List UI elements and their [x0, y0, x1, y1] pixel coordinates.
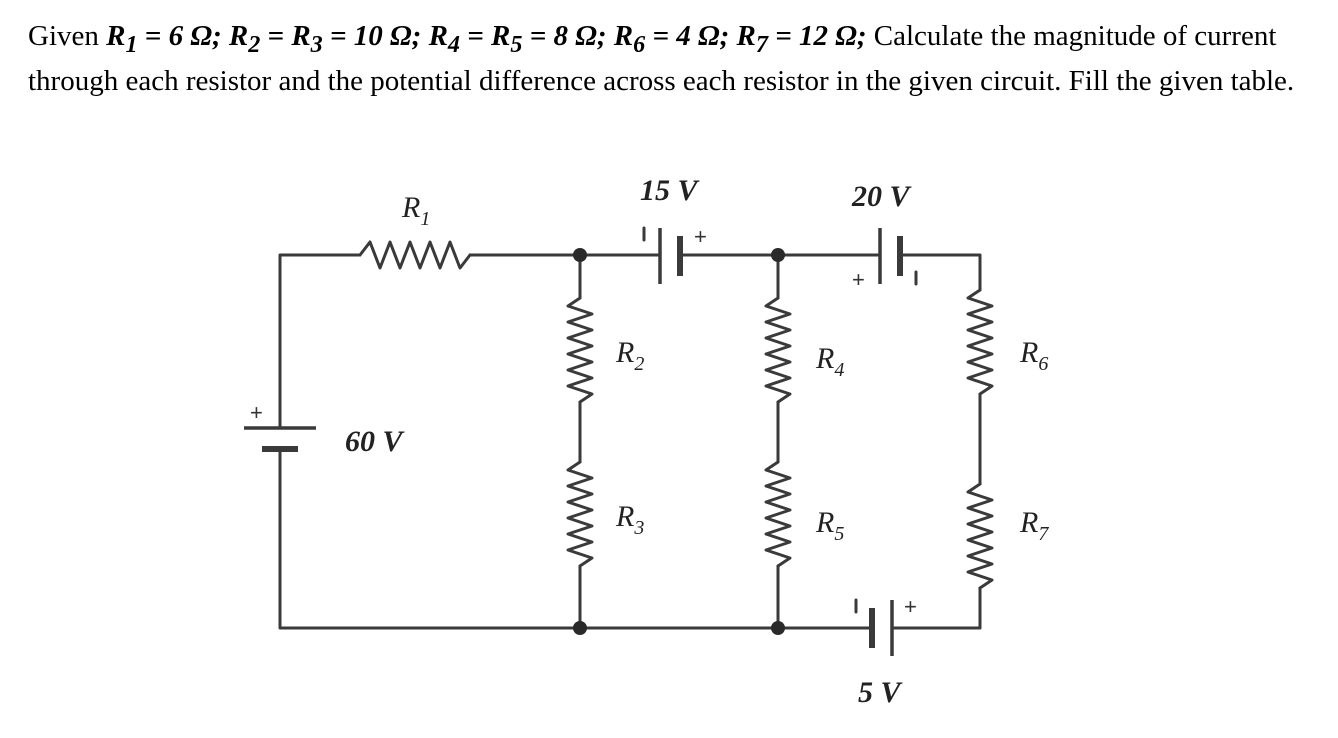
junction-bottom-right	[771, 621, 785, 635]
battery-5v-label: 5 V	[858, 676, 904, 709]
battery-60v-plus: +	[250, 400, 263, 425]
resistor-r6-label: R6	[1019, 336, 1048, 375]
resistor-r3-label: R3	[615, 500, 644, 539]
r7-symbol: R7 = 12 Ω;	[736, 20, 867, 58]
battery-60v-label: 60 V	[345, 425, 406, 458]
r2-r3-symbol: R2 = R3 = 10 Ω;	[228, 20, 422, 58]
resistor-r2	[566, 296, 594, 404]
junction-bottom-left	[573, 621, 587, 635]
battery-20v-label: 20 V	[851, 180, 913, 213]
battery-15v-label: 15 V	[640, 174, 701, 207]
resistor-r3	[566, 460, 594, 568]
r1-symbol: R1 = 6 Ω;	[106, 20, 222, 58]
resistor-r6	[966, 288, 994, 396]
junction-top-right	[771, 248, 785, 262]
wire-left-top	[278, 253, 362, 406]
battery-20v-plus: +	[852, 267, 865, 292]
resistor-r5	[764, 460, 792, 568]
r6-symbol: R6 = 4 Ω;	[613, 20, 730, 58]
resistor-r1-label: R1	[401, 191, 430, 230]
resistor-r4-label: R4	[815, 342, 844, 381]
wire-left-bottom	[278, 454, 582, 630]
junction-top-left	[573, 248, 587, 262]
resistor-r7	[966, 482, 994, 590]
problem-statement: Given R1 = 6 Ω; R2 = R3 = 10 Ω; R4 = R5 …	[28, 18, 1318, 100]
given-word: Given	[28, 20, 99, 52]
resistor-r4	[764, 296, 792, 404]
resistor-r1	[358, 240, 472, 270]
resistor-r5-label: R5	[815, 506, 844, 545]
battery-5v-plus: +	[904, 594, 917, 619]
resistor-r7-label: R7	[1019, 506, 1049, 545]
battery-15v-plus: +	[694, 224, 707, 249]
resistor-r2-label: R2	[615, 336, 644, 375]
instruction-text: Calculate the magnitude of current throu…	[28, 20, 1295, 97]
r4-r5-symbol: R4 = R5 = 8 Ω;	[428, 20, 607, 58]
